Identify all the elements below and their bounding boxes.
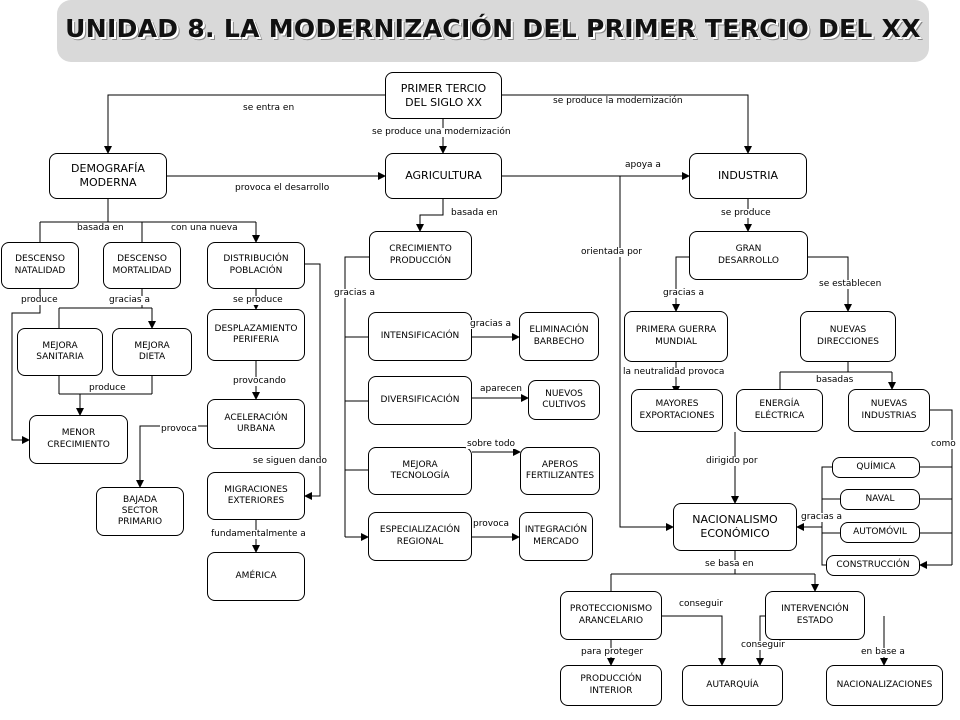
title-banner: UNIDAD 8. LA MODERNIZACIÓN DEL PRIMER TE… [57,0,929,62]
label-como: como [930,439,957,449]
node-migraciones: MIGRACIONES EXTERIORES [207,472,305,520]
label-neutralidad: la neutralidad provoca [622,367,726,377]
label-se-basa-en: se basa en [704,559,755,569]
node-bajada-sector: BAJADA SECTOR PRIMARIO [96,487,184,536]
label-basadas: basadas [815,375,855,385]
link-agricultura-crecimiento [416,199,444,232]
node-descenso-mortalidad: DESCENSO MORTALIDAD [103,242,181,289]
node-mejora-dieta: MEJORA DIETA [112,328,192,376]
label-modernizacion-agr: se produce una modernización [371,127,512,137]
node-aceleracion: ACELERACIÓN URBANA [207,399,305,449]
node-eliminacion: ELIMINACIÓN BARBECHO [519,312,599,361]
node-mejora-sanitaria: MEJORA SANITARIA [17,328,103,376]
link-primer-demografia [104,94,385,154]
label-sobre-todo: sobre todo [466,439,517,449]
label-se-entra-en: se entra en [242,103,296,113]
label-basada-en-dem: basada en [76,223,125,233]
link-primer-industria [502,94,752,154]
node-descenso-natalidad: DESCENSO NATALIDAD [1,242,79,289]
link-natalidad-menor [11,289,41,444]
node-mayores-exportaciones: MAYORES EXPORTACIONES [631,389,723,432]
link-direcciones-basadas [779,362,892,389]
label-basada-en-agr: basada en [450,208,499,218]
node-nacionalismo: NACIONALISMO ECONÓMICO [673,503,797,551]
link-mejoras-menor [58,376,153,415]
link-prot-autarquia [662,615,726,666]
node-integracion: INTEGRACIÓN MERCADO [519,512,593,561]
node-intervencion: INTERVENCIÓN ESTADO [765,591,865,640]
label-dirigido-por: dirigido por [705,456,759,466]
link-aceleracion-bajada [136,425,207,488]
node-desplazamiento: DESPLAZAMIENTO PERIFERIA [207,309,305,361]
label-conseguir-int: conseguir [740,640,787,650]
node-distribucion: DISTRIBUCIÓN POBLACIÓN [207,242,305,289]
link-gran-guerra [672,256,689,312]
node-primera-guerra: PRIMERA GUERRA MUNDIAL [624,311,728,362]
label-se-produce-dist: se produce [232,295,284,305]
node-agricultura: AGRICULTURA [385,153,502,199]
label-gracias-a-int: gracias a [469,319,512,329]
label-se-siguen-dando: se siguen dando [252,456,328,466]
label-orientada-por: orientada por [580,247,644,257]
node-automovil: AUTOMÓVIL [840,522,920,543]
node-gran-desarrollo: GRAN DESARROLLO [689,231,808,280]
node-demografia: DEMOGRAFÍA MODERNA [49,153,167,199]
label-gracias-a-gd: gracias a [662,288,705,298]
node-construccion: CONSTRUCCIÓN [826,555,920,576]
label-produce-mejoras: produce [88,383,127,393]
node-autarquia: AUTARQUÍA [682,665,783,706]
label-gracias-a-agr: gracias a [333,288,376,298]
node-nuevas-direcciones: NUEVAS DIRECCIONES [800,311,896,362]
page-title: UNIDAD 8. LA MODERNIZACIÓN DEL PRIMER TE… [65,14,921,43]
link-distribucion-migraciones [304,263,321,500]
link-gran-direcciones [808,256,852,312]
link-agricultura-nacionalismo [619,176,674,531]
label-provocando: provocando [232,376,287,386]
node-intensificacion: INTENSIFICACIÓN [368,312,472,361]
label-produce-nat: produce [20,295,59,305]
link-demografia-children [39,199,256,242]
node-america: AMÉRICA [207,552,305,601]
link-nacionalismo-children [610,551,815,591]
node-aperos: APEROS FERTILIZANTES [520,447,600,495]
node-produccion-interior: PRODUCCIÓN INTERIOR [560,665,662,706]
node-quimica: QUÍMICA [832,457,920,478]
label-provoca-bajada: provoca [160,424,199,434]
node-diversificacion: DIVERSIFICACIÓN [368,376,472,425]
link-crecimiento-methods [344,256,369,537]
node-especializacion: ESPECIALIZACIÓN REGIONAL [368,512,472,561]
label-se-establecen: se establecen [818,279,883,289]
link-nuevas-como [920,409,953,565]
node-primer-tercio: PRIMER TERCIO DEL SIGLO XX [385,72,502,119]
node-crecimiento-produccion: CRECIMIENTO PRODUCCIÓN [369,231,472,280]
node-nuevas-industrias: NUEVAS INDUSTRIAS [848,389,930,432]
node-nacionalizaciones: NACIONALIZACIONES [826,665,943,706]
label-provoca-desarrollo: provoca el desarrollo [234,183,331,193]
node-menor-crecimiento: MENOR CRECIMIENTO [29,415,128,464]
label-gracias-a-mort: gracias a [108,295,151,305]
label-conseguir-prot: conseguir [678,599,725,609]
label-en-base-a: en base a [860,647,906,657]
node-industria: INDUSTRIA [689,153,807,199]
node-mejora-tecnologia: MEJORA TECNOLOGÍA [368,447,472,495]
node-energia: ENERGÍA ELÉCTRICA [736,389,823,432]
label-fundamentalmente-a: fundamentalmente a [210,529,307,539]
label-con-una-nueva: con una nueva [170,223,239,233]
label-provoca-esp: provoca [472,519,511,529]
label-aparecen: aparecen [479,384,523,394]
node-proteccionismo: PROTECCIONISMO ARANCELARIO [560,591,662,640]
label-apoya-a: apoya a [624,160,662,170]
node-naval: NAVAL [840,489,920,510]
node-nuevos-cultivos: NUEVOS CULTIVOS [528,380,600,420]
label-modernizacion-ind: se produce la modernización [552,96,684,106]
label-gracias-a-nac: gracias a [800,512,843,522]
label-se-produce-ind: se produce [720,208,772,218]
label-para-proteger: para proteger [580,647,645,657]
